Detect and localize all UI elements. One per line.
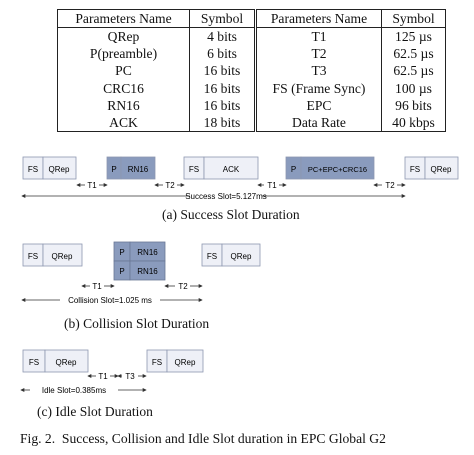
success-slot-label: Success Slot=5.127ms <box>185 192 267 201</box>
collision-qrep2-label: QRep <box>231 252 252 261</box>
success-slot-diagram: FS QRep P RN16 FS ACK P PC+EPC+CRC16 FS … <box>21 156 459 201</box>
success-pc-epc-crc-label: PC+EPC+CRC16 <box>308 165 367 174</box>
table-row: P(preamble) 6 bits T2 62.5 µs <box>57 45 446 63</box>
table-cell: 125 µs <box>381 27 446 46</box>
table-header-row: Parameters Name Symbol Parameters Name S… <box>57 9 446 28</box>
success-caption: (a) Success Slot Duration <box>162 207 300 222</box>
success-t2a-label: T2 <box>165 181 175 190</box>
collision-p2-label: P <box>119 267 124 276</box>
success-qrep2-label: QRep <box>431 165 452 174</box>
idle-fs2-label: FS <box>152 358 162 367</box>
table-cell: T2 <box>255 45 382 63</box>
success-qrep1-label: QRep <box>49 165 70 174</box>
idle-slot-label: Idle Slot=0.385ms <box>42 386 106 395</box>
collision-slot-label: Collision Slot=1.025 ms <box>68 296 152 305</box>
table-cell: FS (Frame Sync) <box>255 79 382 97</box>
collision-rn16b-label: RN16 <box>137 267 158 276</box>
collision-qrep1-label: QRep <box>52 252 73 261</box>
collision-fs1-label: FS <box>28 252 38 261</box>
collision-t1-label: T1 <box>92 282 102 291</box>
collision-caption: (b) Collision Slot Duration <box>64 316 210 331</box>
table-cell: 62.5 µs <box>381 45 446 63</box>
collision-fs2-label: FS <box>207 252 217 261</box>
header-param-name-1: Parameters Name <box>57 9 190 28</box>
table-row: PC 16 bits T3 62.5 µs <box>57 62 446 80</box>
success-rn16-label: RN16 <box>128 165 149 174</box>
table-cell: 16 bits <box>189 62 257 80</box>
table-cell: QRep <box>57 27 190 46</box>
table-cell: ACK <box>57 113 190 132</box>
table-cell: 62.5 µs <box>381 62 446 80</box>
table-row: ACK 18 bits Data Rate 40 kbps <box>57 113 446 132</box>
idle-caption: (c) Idle Slot Duration <box>37 404 153 419</box>
success-t1b-label: T1 <box>267 181 277 190</box>
success-p2-label: P <box>291 165 296 174</box>
success-t1a-label: T1 <box>87 181 97 190</box>
success-fs3-label: FS <box>410 165 420 174</box>
table-cell: T1 <box>255 27 382 46</box>
table-cell: PC <box>57 62 190 80</box>
figure-caption: Fig. 2. Success, Collision and Idle Slot… <box>20 431 386 446</box>
table-cell: Data Rate <box>255 113 382 132</box>
parameters-table: Parameters Name Symbol Parameters Name S… <box>57 9 446 132</box>
table-cell: 6 bits <box>189 45 257 63</box>
idle-fs1-label: FS <box>29 358 39 367</box>
collision-t2-label: T2 <box>178 282 188 291</box>
table-cell: EPC <box>255 96 382 114</box>
table-cell: 100 µs <box>381 79 446 97</box>
success-fs1-label: FS <box>28 165 38 174</box>
success-t2b-label: T2 <box>385 181 395 190</box>
table-row: CRC16 16 bits FS (Frame Sync) 100 µs <box>57 79 446 97</box>
collision-rn16a-label: RN16 <box>137 248 158 257</box>
success-ack-label: ACK <box>223 165 240 174</box>
success-p1-label: P <box>111 165 116 174</box>
idle-qrep2-label: QRep <box>175 358 196 367</box>
table-cell: 16 bits <box>189 96 257 114</box>
table-cell: 18 bits <box>189 113 257 132</box>
idle-t3-label: T3 <box>125 372 135 381</box>
table-row: QRep 4 bits T1 125 µs <box>57 27 446 46</box>
table-cell: CRC16 <box>57 79 190 97</box>
table-cell: 4 bits <box>189 27 257 46</box>
idle-qrep1-label: QRep <box>56 358 77 367</box>
idle-t1-label: T1 <box>98 372 108 381</box>
table-cell: T3 <box>255 62 382 80</box>
table-cell: P(preamble) <box>57 45 190 63</box>
table-cell: 16 bits <box>189 79 257 97</box>
success-fs2-label: FS <box>189 165 199 174</box>
idle-slot-diagram: FS QRep FS QRep T1 T3 Idle Slot=0.385ms <box>20 349 204 395</box>
table-cell: RN16 <box>57 96 190 114</box>
header-symbol-1: Symbol <box>189 9 257 28</box>
header-symbol-2: Symbol <box>381 9 446 28</box>
header-param-name-2: Parameters Name <box>255 9 382 28</box>
collision-p1-label: P <box>119 248 124 257</box>
table-cell: 96 bits <box>381 96 446 114</box>
table-row: RN16 16 bits EPC 96 bits <box>57 96 446 114</box>
collision-slot-diagram: FS QRep P RN16 P RN16 FS QRep T1 T2 Coll… <box>21 241 261 305</box>
table-cell: 40 kbps <box>381 113 446 132</box>
